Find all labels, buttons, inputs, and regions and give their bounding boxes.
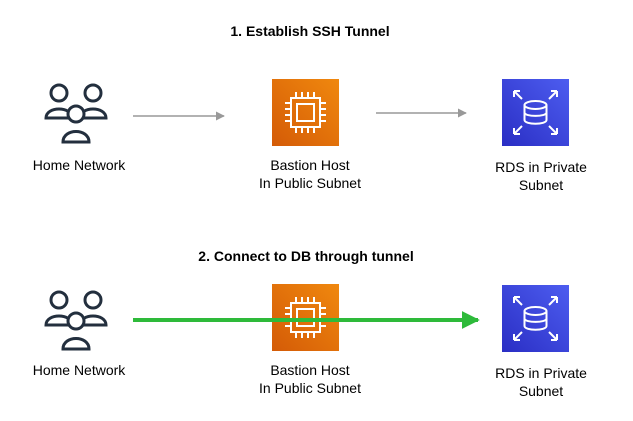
rds-database-icon xyxy=(502,79,569,146)
label-line: Home Network xyxy=(32,362,126,378)
ec2-instance-icon xyxy=(272,284,339,351)
rds-label: RDS in Private Subnet xyxy=(495,364,587,400)
bastion-host-label: Bastion Host In Public Subnet xyxy=(259,156,361,192)
label-line: Bastion Host xyxy=(270,157,350,173)
home-network-label: Home Network xyxy=(33,156,126,174)
ec2-instance-icon xyxy=(272,79,339,146)
label-line: Bastion Host xyxy=(270,362,350,378)
label-line: In Public Subnet xyxy=(259,380,361,396)
label-line: Subnet xyxy=(518,383,564,399)
bastion-host-label: Bastion Host In Public Subnet xyxy=(259,361,361,397)
users-icon xyxy=(44,83,108,144)
label-line: Home Network xyxy=(32,157,126,173)
rds-database-icon xyxy=(502,285,569,352)
home-network-label: Home Network xyxy=(33,361,126,379)
label-line: In Public Subnet xyxy=(259,175,361,191)
label-line: RDS in Private xyxy=(495,365,587,381)
rds-label: RDS in Private Subnet xyxy=(495,158,587,194)
step-1-title: 1. Establish SSH Tunnel xyxy=(230,23,390,39)
users-icon xyxy=(44,290,108,351)
label-line: RDS in Private xyxy=(495,159,587,175)
step-2-title: 2. Connect to DB through tunnel xyxy=(198,248,414,264)
label-line: Subnet xyxy=(518,177,564,193)
